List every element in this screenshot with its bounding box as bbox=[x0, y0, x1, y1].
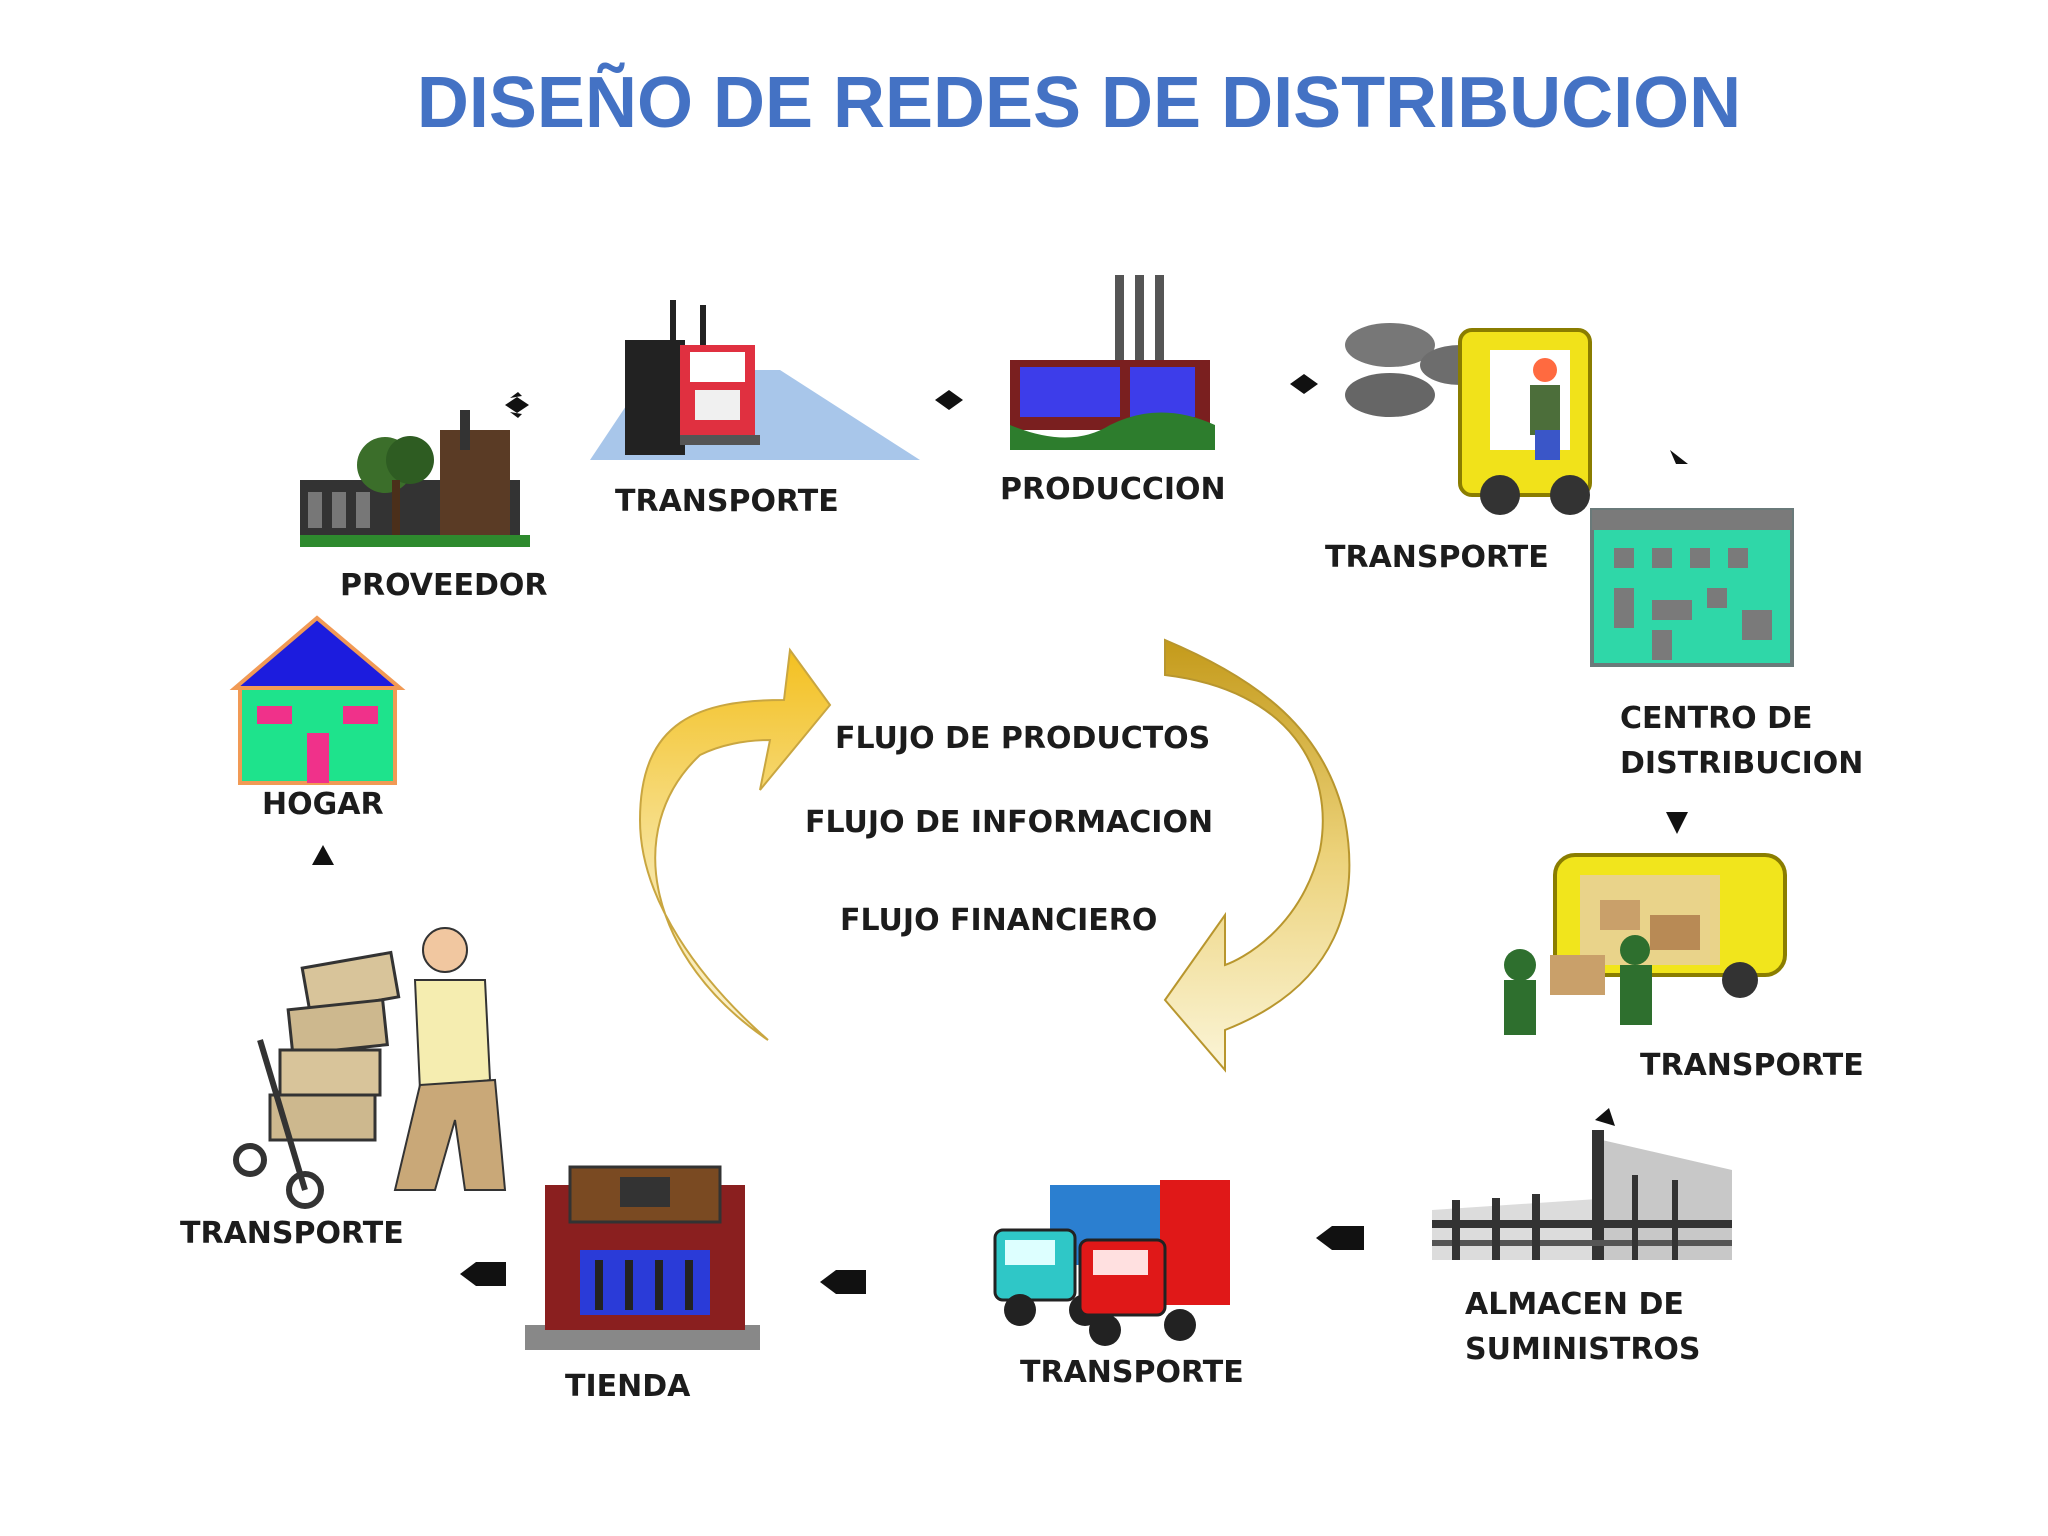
label-transporte-5: TRANSPORTE bbox=[180, 1216, 404, 1251]
arrow-right-icon bbox=[505, 392, 529, 418]
arrow-left-icon bbox=[1316, 1226, 1364, 1250]
label-proveedor: PROVEEDOR bbox=[340, 568, 548, 603]
label-flujo-productos: FLUJO DE PRODUCTOS bbox=[835, 721, 1211, 756]
forklift-icon bbox=[1345, 323, 1592, 515]
label-almacen-2: SUMINISTROS bbox=[1465, 1332, 1701, 1367]
label-flujo-informacion: FLUJO DE INFORMACION bbox=[805, 805, 1214, 840]
arrow-up-icon bbox=[312, 845, 334, 865]
label-centro-distribucion-2: DISTRIBUCION bbox=[1620, 746, 1864, 781]
semi-trucks-icon bbox=[993, 1180, 1230, 1346]
hand-truck-mover-icon bbox=[233, 927, 507, 1209]
arrow-left-icon bbox=[820, 1270, 866, 1294]
label-transporte-2: TRANSPORTE bbox=[1325, 540, 1549, 575]
label-transporte-3: TRANSPORTE bbox=[1640, 1048, 1864, 1083]
supplier-factory-icon bbox=[300, 410, 530, 547]
connector-arrows bbox=[312, 374, 1688, 1294]
arrow-up-icon bbox=[1595, 1108, 1615, 1126]
label-almacen-1: ALMACEN DE bbox=[1465, 1287, 1684, 1322]
production-plant-icon bbox=[1010, 275, 1215, 450]
label-transporte-4: TRANSPORTE bbox=[1020, 1355, 1244, 1390]
arrow-right-icon bbox=[1290, 374, 1318, 394]
truck-road-icon bbox=[590, 300, 920, 460]
cycle-arrow-left bbox=[638, 647, 832, 1041]
cycle-arrow-right bbox=[1163, 638, 1351, 1073]
label-transporte-1: TRANSPORTE bbox=[615, 484, 839, 519]
label-flujo-financiero: FLUJO FINANCIERO bbox=[840, 903, 1158, 938]
distribution-center-icon bbox=[1590, 508, 1794, 667]
arrow-down-icon bbox=[1666, 812, 1688, 834]
delivery-van-icon bbox=[1504, 853, 1787, 1035]
arrow-left-icon bbox=[460, 1262, 506, 1286]
home-icon bbox=[229, 615, 406, 785]
arrow-right-icon bbox=[935, 390, 963, 410]
arrow-up-icon bbox=[1670, 450, 1688, 464]
warehouse-icon bbox=[1432, 1130, 1732, 1260]
label-centro-distribucion-1: CENTRO DE bbox=[1620, 701, 1813, 736]
label-hogar: HOGAR bbox=[262, 787, 384, 822]
page-title: DISEÑO DE REDES DE DISTRIBUCION bbox=[416, 63, 1742, 143]
store-icon bbox=[525, 1165, 760, 1350]
label-tienda: TIENDA bbox=[565, 1369, 691, 1404]
label-produccion: PRODUCCION bbox=[1000, 472, 1226, 507]
